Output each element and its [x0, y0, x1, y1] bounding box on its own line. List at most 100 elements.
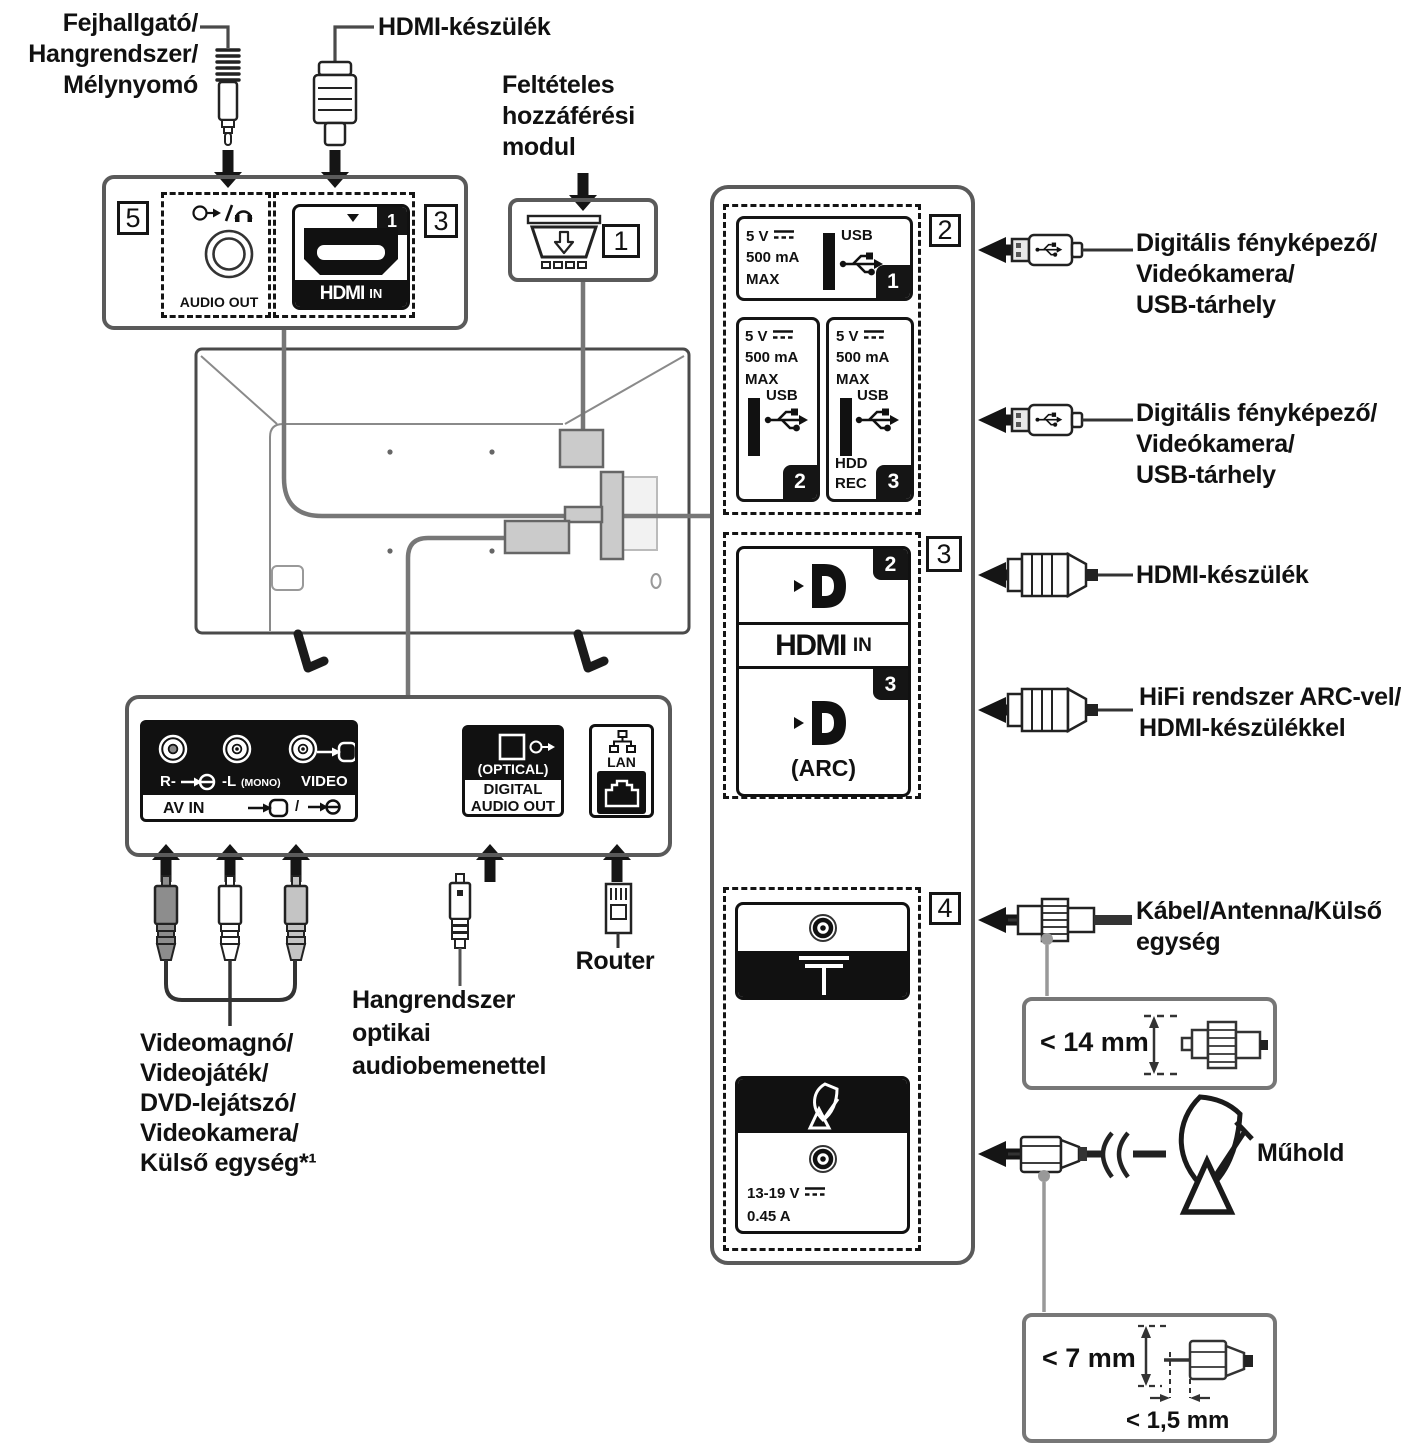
coax-dimension-box: < 14 mm [1022, 997, 1277, 1090]
hdmi-socket-icon [304, 228, 398, 275]
usb1-volts: 5 V [746, 228, 795, 244]
coax-dimension-drawing [1144, 1014, 1268, 1076]
optical-plug [448, 873, 472, 986]
hdmi-port-2: 2 [736, 546, 911, 625]
av-r-label: R- [160, 773, 176, 790]
router-label: Router [575, 947, 655, 975]
rca-jack-video [288, 734, 318, 764]
usb-trident-icon [854, 407, 901, 433]
rca-plugs [153, 875, 309, 1026]
usb-devices-label-2: Digitális fényképező/ Videókamera/ USB-t… [1136, 399, 1377, 489]
hdmi-connector-2 [1006, 686, 1133, 734]
hdmi-device-right-label: HDMI-készülék [1136, 561, 1309, 589]
f-connector-satellite [1008, 1131, 1166, 1312]
antenna-section [723, 887, 921, 1251]
usb-section-badge: 2 [929, 214, 961, 247]
rca-jack-l [222, 734, 252, 764]
minijack-plug [215, 48, 241, 146]
dc-symbol-icon [773, 230, 794, 239]
usb-section [723, 204, 921, 515]
audio-out-port-area: AUDIO OUT [161, 192, 271, 318]
av-out-hdmi1-panel: 5 AUDIO OUT 1 [102, 175, 468, 330]
usb1-current: 500 mA [746, 249, 800, 266]
av-l-label: -L [222, 773, 237, 790]
av-in-block: R- -L (MONO) VIDEO AV IN / [140, 720, 358, 822]
rca-jack-r [158, 734, 188, 764]
optical-out-block: (OPTICAL) DIGITAL AUDIO OUT [462, 725, 564, 817]
usb3-volts: 5 V [836, 328, 885, 344]
hdmi-device-top-label: HDMI-készülék [378, 13, 551, 41]
usb2-label: USB [766, 387, 798, 404]
satellite-dish-small-icon [807, 1082, 840, 1130]
satellite-current: 0.45 A [747, 1208, 791, 1225]
bottom-ports-panel: R- -L (MONO) VIDEO AV IN / [125, 695, 672, 857]
dc-symbol-icon [772, 330, 793, 339]
hifi-arc-label: HiFi rendszer ARC-vel/ HDMI-készülékkel [1139, 683, 1401, 742]
leader-lines-top [200, 25, 374, 62]
cam-module-label: Feltételes hozzáférési modul [502, 71, 635, 161]
hdmi2-num-badge: 2 [873, 549, 908, 580]
optical-port-icon [498, 733, 526, 761]
lan-block: LAN [589, 724, 654, 818]
cam-badge-1: 1 [602, 224, 640, 258]
rj45-port-icon [604, 779, 640, 808]
dc-symbol-icon [804, 1187, 825, 1196]
satellite-max-pin: < 1,5 mm [1126, 1407, 1230, 1434]
optical-label: (OPTICAL) [477, 761, 549, 777]
av-video-label: VIDEO [301, 773, 348, 790]
hdmi-section [723, 532, 921, 799]
coax-max-width: < 14 mm [1040, 1027, 1149, 1057]
lineout-icon [529, 740, 555, 754]
usb3-current: 500 mA [836, 349, 890, 366]
hdmi3-num-badge: 3 [873, 669, 908, 700]
lineout-headphone-icon [192, 204, 253, 222]
usb-port-1: 5 V 500 mA MAX USB 1 [736, 216, 913, 301]
usb2-bar [748, 398, 760, 456]
hdmi-plug-top [312, 60, 358, 147]
satellite-max-height: < 7 mm [1042, 1343, 1136, 1373]
hdmi-logo: HDMI [775, 628, 847, 662]
terrestrial-band [738, 951, 907, 997]
audio-out-jack-port [204, 229, 254, 279]
f-connector-dimension-drawing [1138, 1324, 1253, 1402]
usb-trident-icon [763, 407, 810, 433]
usb1-num-badge: 1 [876, 265, 910, 298]
av-mono-label: (MONO) [241, 777, 281, 789]
usb3-label: USB [857, 387, 889, 404]
optical-audio-label: Hangrendszer optikai audiobemenettel [352, 986, 547, 1080]
video-in-icon [248, 798, 289, 818]
hdmi-in-logo-band: HDMI IN [295, 280, 407, 307]
usb1-label: USB [841, 227, 873, 244]
hdmi-port-3: 3 (ARC) [736, 666, 911, 797]
usb-connector-2 [1010, 403, 1133, 437]
lan-label: LAN [607, 754, 636, 770]
usb2-volts: 5 V [745, 328, 794, 344]
cam-slot-icon [526, 214, 602, 269]
usb-port-3: 5 V 500 mA MAX USB HDD REC 3 [826, 317, 914, 502]
usb3-hdd: HDD [835, 455, 868, 472]
antenna-section-badge: 4 [929, 892, 961, 925]
usb3-max: MAX [836, 371, 870, 388]
dc-symbol-icon [863, 330, 884, 339]
coax-connector [1008, 897, 1132, 996]
av-devices-label: Videomagnó/ Videojáték/ DVD-lejátszó/ Vi… [140, 1029, 317, 1177]
digital-audio-out-label: DIGITAL AUDIO OUT [465, 780, 561, 814]
tv-port-blocks [503, 428, 625, 561]
hdmi-section-badge: 3 [926, 536, 962, 572]
usb-port-2: 5 V 500 mA MAX USB 2 [736, 317, 820, 502]
rj45-plug [604, 882, 633, 948]
hdmi1-port-box: 1 HDMI IN [292, 204, 410, 310]
panel-badge-5: 5 [117, 201, 149, 235]
arc-label: (ARC) [790, 755, 857, 781]
av-slash: / [295, 798, 300, 815]
usb2-current: 500 mA [745, 349, 799, 366]
lan-port [597, 771, 646, 814]
satellite-port-box: 13-19 V 0.45 A [735, 1076, 910, 1234]
audio-in-icon [181, 773, 216, 791]
usb3-num-badge: 3 [876, 465, 911, 499]
hdmi-logo: HDMI [319, 282, 366, 304]
usb3-bar [840, 398, 852, 456]
hdmi-connector-1 [1006, 551, 1133, 599]
